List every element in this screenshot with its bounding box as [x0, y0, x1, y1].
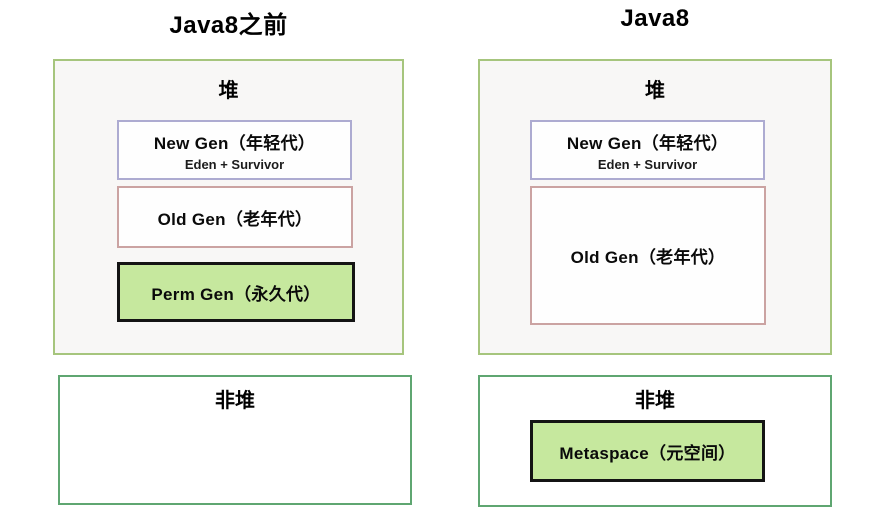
old-gen-label: Old Gen（老年代） — [570, 248, 726, 267]
perm-gen-box: Perm Gen（永久代） — [117, 262, 355, 322]
non-heap-label: 非堆 — [215, 390, 255, 412]
new-gen-box: New Gen（年轻代） Eden + Survivor — [530, 120, 765, 180]
metaspace-label: Metaspace（元空间） — [559, 443, 736, 463]
new-gen-box: New Gen（年轻代） Eden + Survivor — [117, 120, 352, 180]
new-gen-label: New Gen（年轻代） — [153, 133, 316, 153]
new-gen-label: New Gen（年轻代） — [566, 133, 729, 153]
metaspace-box: Metaspace（元空间） — [530, 420, 765, 482]
heap-box-before: 堆 New Gen（年轻代） Eden + Survivor Old Gen（老… — [53, 59, 404, 355]
title-java8-before: Java8之前 — [169, 12, 288, 39]
heap-box-java8: 堆 New Gen（年轻代） Eden + Survivor Old Gen（老… — [478, 59, 832, 355]
perm-gen-label: Perm Gen（永久代） — [151, 284, 321, 304]
old-gen-box: Old Gen（老年代） — [117, 186, 353, 248]
non-heap-box-before: 非堆 — [58, 375, 412, 505]
non-heap-box-java8: 非堆 Metaspace（元空间） — [478, 375, 832, 507]
old-gen-box: Old Gen（老年代） — [530, 186, 766, 325]
non-heap-label: 非堆 — [635, 390, 675, 412]
eden-survivor-sublabel: Eden + Survivor — [597, 156, 698, 172]
heap-label: 堆 — [645, 80, 665, 102]
old-gen-label: Old Gen（老年代） — [157, 209, 313, 229]
title-java8: Java8 — [620, 5, 690, 32]
heap-label: 堆 — [218, 80, 239, 102]
eden-survivor-sublabel: Eden + Survivor — [184, 156, 285, 172]
